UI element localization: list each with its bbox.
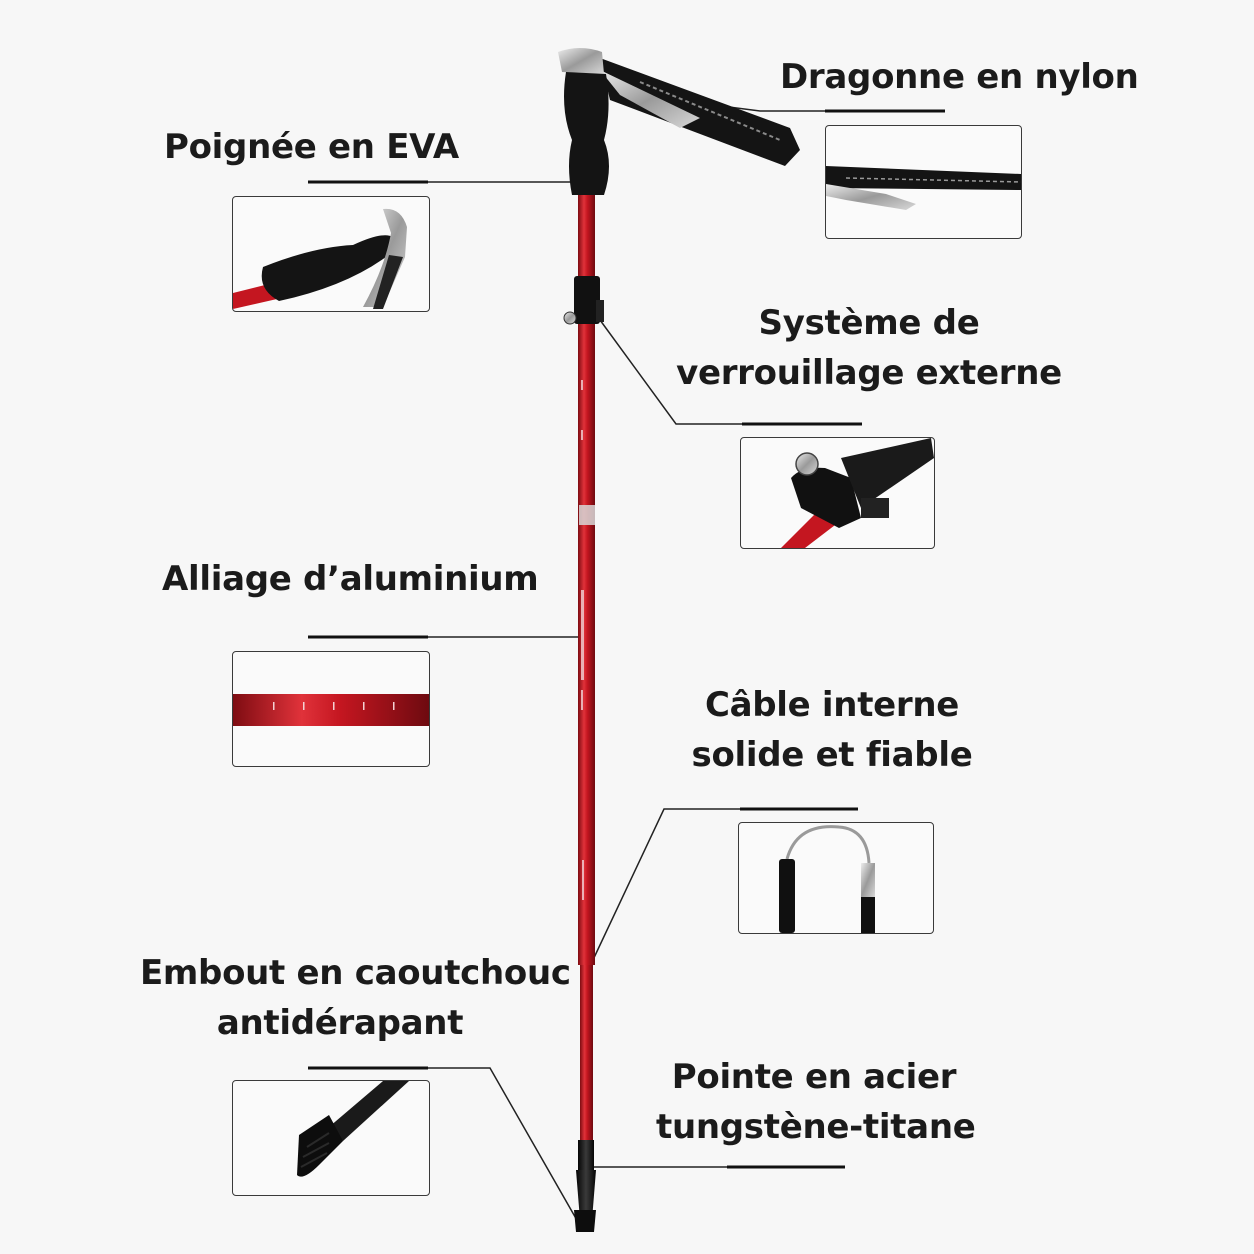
label-lock-system: Système de verrouillage externe	[676, 303, 1062, 393]
label-rubber-tip: Embout en caoutchouc antidérapant	[140, 953, 571, 1043]
handle-cap	[558, 48, 604, 74]
detail-aluminium	[232, 651, 430, 767]
label-underlines	[308, 109, 945, 1169]
rubber-tip	[576, 1170, 596, 1220]
detail-strap	[825, 125, 1022, 239]
middle-shaft	[578, 500, 595, 965]
label-grip: Poignée en EVA	[164, 127, 459, 167]
label-alloy: Alliage d’aluminium	[162, 559, 539, 599]
strap-graphic	[600, 58, 800, 166]
label-steel-tip: Pointe en acier tungstène-titane	[656, 1057, 976, 1147]
label-cable: Câble interne solide et fiable	[691, 685, 973, 775]
label-strap: Dragonne en nylon	[780, 57, 1139, 97]
detail-cable	[738, 822, 934, 934]
eva-grip	[564, 72, 609, 195]
lock-clamp	[563, 276, 604, 325]
upper-shaft	[578, 195, 595, 535]
detail-lock	[740, 437, 935, 549]
lower-shaft	[580, 965, 593, 1140]
detail-grip	[232, 196, 430, 312]
detail-rubber-tip	[232, 1080, 430, 1196]
